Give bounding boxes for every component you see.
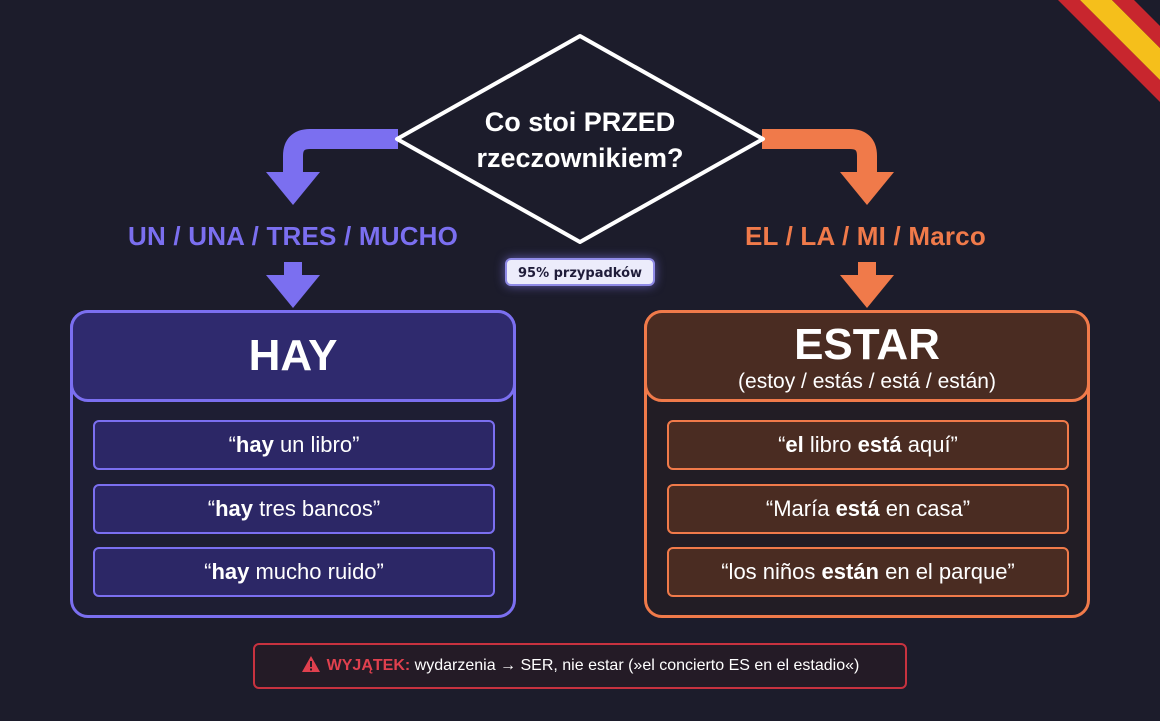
exception-label: WYJĄTEK: <box>326 657 411 674</box>
example-keyword: están <box>821 559 879 584</box>
estar-panel: ESTAR (estoy / estás / está / están) “el… <box>644 310 1090 618</box>
example-text: “los niños <box>721 559 822 584</box>
estar-conjugation: (estoy / estás / está / están) <box>738 370 996 393</box>
spain-flag-corner <box>1058 0 1160 102</box>
estar-example-1: “el libro está aquí” <box>667 420 1069 470</box>
estar-header: ESTAR (estoy / estás / está / están) <box>644 310 1090 402</box>
quote-open: “ <box>204 559 212 584</box>
decision-question: Co stoi PRZED rzeczownikiem? <box>450 104 710 176</box>
quote-open: “ <box>228 432 236 457</box>
quote-open: “ <box>207 496 216 521</box>
hay-example-3: “hay mucho ruido” <box>93 547 495 597</box>
example-keyword: hay <box>215 496 254 521</box>
example-keyword: el <box>785 432 804 457</box>
percentage-badge: 95% przypadków <box>505 258 655 286</box>
example-keyword: está <box>857 432 902 457</box>
left-branch-arrow <box>266 129 398 205</box>
warning-triangle-icon <box>301 656 320 672</box>
hay-title: HAY <box>248 331 338 380</box>
left-condition-label: UN / UNA / TRES / MUCHO <box>128 221 459 251</box>
example-text: libro <box>803 432 858 457</box>
right-condition-label: EL / LA / MI / Marco <box>745 221 986 251</box>
exception-note: WYJĄTEK: wydarzenia → SER, nie estar (»e… <box>253 643 907 689</box>
hay-arrow <box>266 262 320 308</box>
example-keyword: hay <box>235 432 274 457</box>
example-text: aquí” <box>901 432 958 457</box>
hay-header: HAY <box>70 310 516 402</box>
example-keyword: está <box>835 496 880 521</box>
example-keyword: hay <box>211 559 250 584</box>
right-branch-arrow <box>762 129 894 205</box>
hay-example-2: “hay tres bancos” <box>93 484 495 534</box>
estar-arrow <box>840 262 894 308</box>
example-text: “ <box>778 432 786 457</box>
hay-panel: HAY “hay un libro” “hay tres bancos” “ha… <box>70 310 516 618</box>
example-text: en casa” <box>879 496 971 521</box>
estar-example-2: “María está en casa” <box>667 484 1069 534</box>
decision-diamond <box>395 34 765 244</box>
exception-text: wydarzenia → SER, nie estar (»el concier… <box>410 657 860 674</box>
question-line-1: Co stoi PRZED <box>484 107 676 137</box>
estar-example-3: “los niños están en el parque” <box>667 547 1069 597</box>
question-line-2: rzeczownikiem? <box>476 143 684 173</box>
example-text: un libro” <box>273 432 360 457</box>
hay-example-1: “hay un libro” <box>93 420 495 470</box>
example-text: “María <box>765 496 836 521</box>
example-text: tres bancos” <box>253 496 381 521</box>
example-text: mucho ruido” <box>249 559 384 584</box>
estar-title: ESTAR <box>794 320 940 369</box>
example-text: en el parque” <box>879 559 1015 584</box>
